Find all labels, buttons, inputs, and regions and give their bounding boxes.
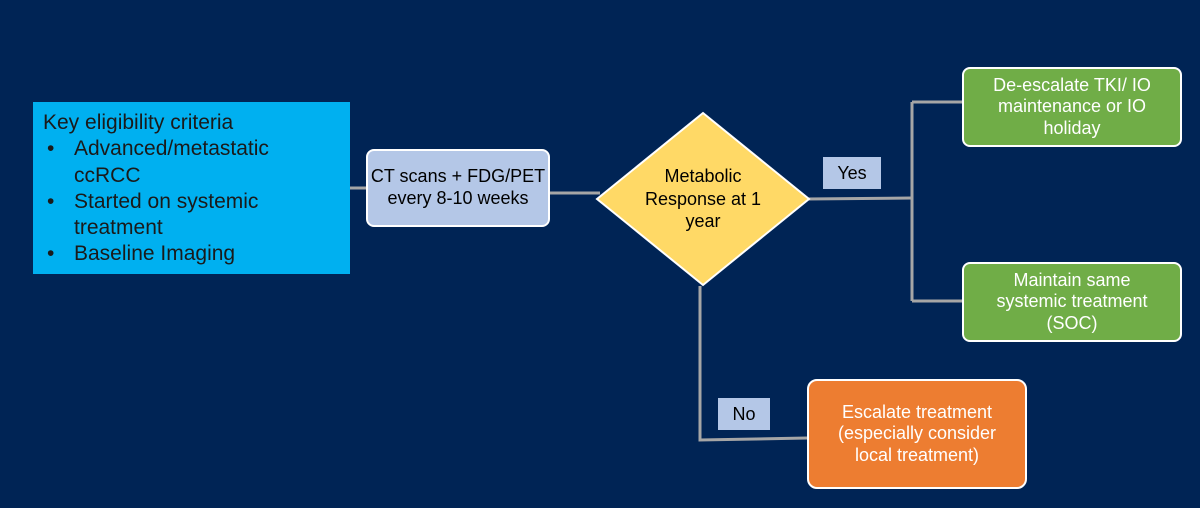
decision-diamond-shape <box>595 111 811 287</box>
connector-no-branch <box>698 286 808 442</box>
eligibility-criteria-box: Key eligibility criteria Advanced/metast… <box>33 102 350 274</box>
criteria-list: Advanced/metastatic ccRCC Started on sys… <box>43 136 340 268</box>
connector-yes-branch <box>805 196 913 201</box>
criteria-item: Baseline Imaging <box>43 241 340 268</box>
deescalate-outcome-text: De-escalate TKI/ IO maintenance or IO ho… <box>993 74 1151 138</box>
no-label: No <box>718 398 770 430</box>
imaging-step-box: CT scans + FDG/PET every 8-10 weeks <box>366 149 550 227</box>
decision-text: Metabolic Response at 1 year <box>644 166 762 232</box>
maintain-outcome-text: Maintain same systemic treatment (SOC) <box>996 269 1148 333</box>
maintain-outcome-box: Maintain same systemic treatment (SOC) <box>962 262 1182 342</box>
imaging-step-text: CT scans + FDG/PET every 8-10 weeks <box>370 166 546 208</box>
decision-diamond: Metabolic Response at 1 year <box>595 111 811 287</box>
escalate-outcome-text: Escalate treatment (especially consider … <box>837 401 997 465</box>
deescalate-outcome-box: De-escalate TKI/ IO maintenance or IO ho… <box>962 67 1182 147</box>
yes-label: Yes <box>823 157 881 189</box>
escalate-outcome-box: Escalate treatment (especially consider … <box>807 379 1027 489</box>
criteria-heading: Key eligibility criteria <box>43 111 234 134</box>
criteria-item: Started on systemic treatment <box>43 189 340 242</box>
criteria-item: Advanced/metastatic ccRCC <box>43 136 340 189</box>
